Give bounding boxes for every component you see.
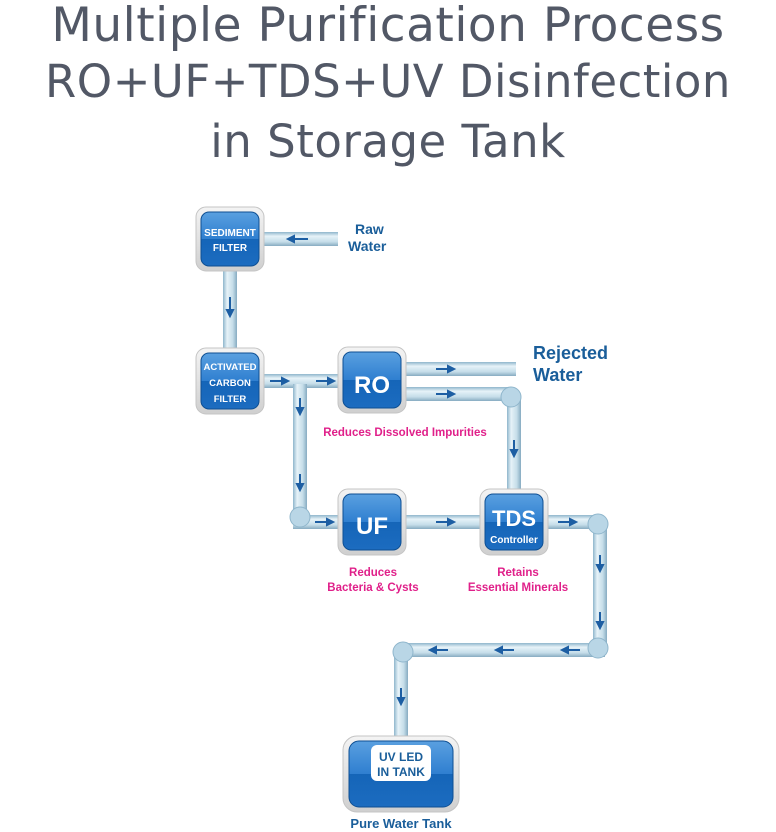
carbon-label-3: FILTER xyxy=(214,394,247,405)
flow-arrows xyxy=(225,234,605,707)
arrow-right-icon xyxy=(436,364,457,374)
uf-node: UF Reduces Bacteria & Cysts xyxy=(327,488,419,594)
pipe-ro-rejected xyxy=(404,362,516,376)
tds-description-2: Essential Minerals xyxy=(468,582,568,594)
arrow-left-icon xyxy=(427,645,448,655)
arrow-right-icon xyxy=(436,517,457,527)
ro-node: RO Reduces Dissolved Impurities xyxy=(323,346,487,439)
uf-description-2: Bacteria & Cysts xyxy=(327,582,418,594)
arrow-down-icon xyxy=(225,297,235,319)
carbon-label-2: CARBON xyxy=(209,378,251,389)
arrow-right-icon xyxy=(270,376,291,386)
pipe-branch-down xyxy=(293,384,307,514)
title-line-3: in Storage Tank xyxy=(210,115,566,168)
tds-node: TDS Controller Retains Essential Mineral… xyxy=(468,488,568,594)
tank-caption: Pure Water Tank xyxy=(350,816,452,831)
pipes xyxy=(223,232,609,742)
arrow-right-icon xyxy=(436,389,457,399)
raw-water-label-1: Raw xyxy=(355,221,384,237)
elbow xyxy=(587,513,609,535)
uf-label: UF xyxy=(356,513,388,540)
tds-label: TDS xyxy=(492,506,536,531)
rejected-water-label-2: Water xyxy=(533,365,582,385)
tds-sublabel: Controller xyxy=(490,535,538,546)
tank-label-2: IN TANK xyxy=(377,765,425,779)
arrow-left-icon xyxy=(285,234,308,244)
elbow xyxy=(289,506,311,528)
arrow-down-icon xyxy=(396,688,406,707)
arrow-down-icon xyxy=(295,474,305,493)
arrow-right-icon xyxy=(558,517,579,527)
elbow xyxy=(587,637,609,659)
arrow-right-icon xyxy=(316,376,337,386)
pipe-ro-tds xyxy=(404,387,512,401)
uf-description-1: Reduces xyxy=(349,567,397,579)
carbon-label-1: ACTIVATED xyxy=(204,362,257,373)
rejected-water-label-1: Rejected xyxy=(533,343,608,363)
arrow-down-icon xyxy=(595,555,605,574)
carbon-filter-node: ACTIVATED CARBON FILTER xyxy=(195,347,265,415)
elbow xyxy=(500,386,522,408)
uv-tank-node: UV LED IN TANK Pure Water Tank xyxy=(342,735,460,831)
sediment-filter-node: SEDIMENT FILTER xyxy=(195,206,265,272)
arrow-left-icon xyxy=(493,645,514,655)
elbow xyxy=(392,641,414,663)
ro-label: RO xyxy=(354,372,390,399)
sediment-label-2: FILTER xyxy=(213,243,248,254)
ro-description: Reduces Dissolved Impurities xyxy=(323,427,487,439)
title-line-1: Multiple Purification Process xyxy=(51,0,725,53)
pipe-right-down xyxy=(593,522,607,647)
title-line-2: RO+UF+TDS+UV Disinfection xyxy=(45,55,731,108)
raw-water-label-2: Water xyxy=(348,238,387,254)
tank-label-1: UV LED xyxy=(379,750,423,764)
arrow-left-icon xyxy=(559,645,580,655)
arrow-down-icon xyxy=(595,612,605,631)
arrow-right-icon xyxy=(315,517,336,527)
tds-description-1: Retains xyxy=(497,567,539,579)
tank-label-panel xyxy=(371,745,431,781)
arrow-down-icon xyxy=(295,398,305,417)
sediment-label-1: SEDIMENT xyxy=(204,228,256,239)
arrow-down-icon xyxy=(509,440,519,459)
